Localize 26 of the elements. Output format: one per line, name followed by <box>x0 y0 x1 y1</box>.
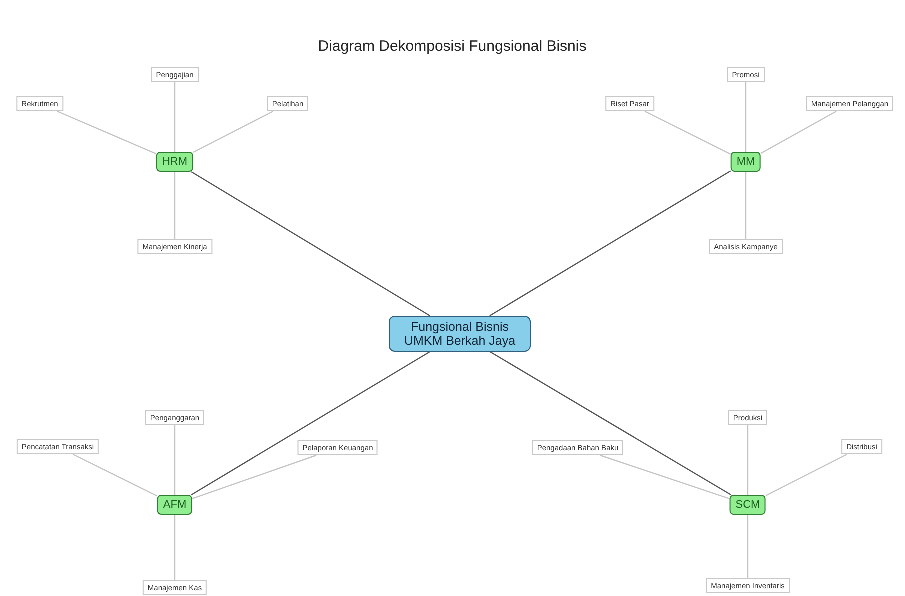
connector-line <box>174 172 176 240</box>
function-box: SCM <box>730 495 766 515</box>
connector-line <box>193 110 274 154</box>
connector-line <box>490 351 732 496</box>
connector-line <box>745 82 747 152</box>
connector-line <box>490 170 732 317</box>
connector-line <box>191 171 430 317</box>
connector-line <box>174 515 176 580</box>
connector-line <box>760 110 837 154</box>
connector-line <box>644 110 732 155</box>
function-box: HRM <box>156 152 194 172</box>
function-box: AFM <box>157 495 193 515</box>
root-box: Fungsional Bisnis UMKM Berkah Jaya <box>389 316 531 352</box>
connector-line <box>600 454 730 500</box>
diagram-title: Diagram Dekomposisi Fungsional Bisnis <box>317 38 588 55</box>
connector-line <box>745 172 747 240</box>
connector-line <box>766 454 848 496</box>
connector-line <box>174 82 176 152</box>
connector-line <box>174 426 176 495</box>
function-box: MM <box>730 152 762 172</box>
connector-line <box>747 515 749 578</box>
connector-line <box>72 454 158 497</box>
connector-line <box>191 351 430 496</box>
connector-line <box>747 426 749 495</box>
connector-line <box>57 110 157 155</box>
connector-line <box>192 454 317 500</box>
